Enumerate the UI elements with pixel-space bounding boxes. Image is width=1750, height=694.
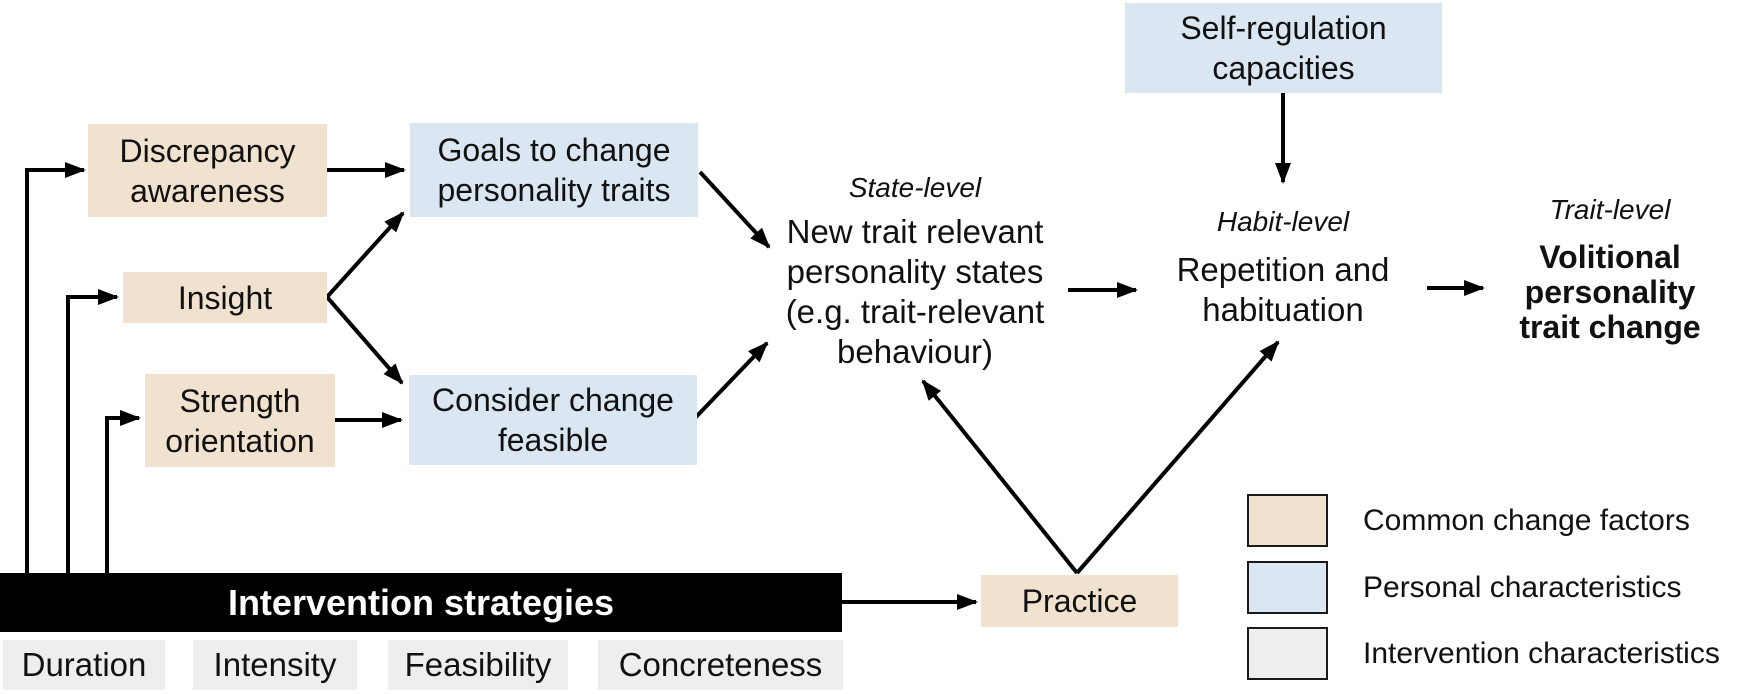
intensity-label: Intensity (213, 646, 337, 684)
arrow-goals-to-state (698, 170, 771, 249)
arrow-insight-to-goals (325, 211, 405, 299)
node-discrepancy-awareness: Discrepancy awareness (88, 124, 327, 217)
arrow-bar-to-discrepancy (25, 162, 86, 573)
node-goals-to-change-label: Goals to change personality traits (437, 132, 671, 208)
intervention-characteristic-feasibility: Feasibility (388, 640, 568, 690)
duration-label: Duration (21, 646, 147, 684)
intervention-characteristic-duration: Duration (3, 640, 165, 690)
intervention-characteristic-intensity: Intensity (193, 640, 357, 690)
node-consider-change-feasible: Consider change feasible (409, 375, 697, 465)
legend-label-common-change-factors: Common change factors (1363, 503, 1690, 537)
arrow-practice-to-habit (1075, 340, 1280, 575)
legend-swatch-intervention-characteristics (1247, 627, 1328, 680)
node-goals-to-change: Goals to change personality traits (410, 123, 698, 217)
arrow-insight-to-consider (325, 295, 404, 385)
node-practice-label: Practice (1021, 583, 1138, 619)
node-strength-orientation-label: Strength orientation (165, 382, 315, 459)
habit-level-label: Habit-level (1216, 206, 1350, 237)
state-level-text: New trait relevant personality states (e… (785, 213, 1045, 370)
node-insight: Insight (123, 272, 327, 323)
node-insight-label: Insight (177, 279, 273, 316)
trait-level-text: Volitional personality trait change (1519, 239, 1701, 345)
habit-level-text: Repetition and habituation (1176, 251, 1390, 328)
legend-label-intervention-characteristics: Intervention characteristics (1363, 636, 1720, 670)
node-self-regulation-capacities-label: Self-regulation capacities (1180, 10, 1387, 86)
arrow-bar-to-insight (66, 289, 119, 573)
arrow-bar-to-strength (105, 410, 141, 573)
intervention-strategies-bar: Intervention strategies (0, 573, 842, 632)
intervention-strategies-label: Intervention strategies (227, 581, 615, 623)
concreteness-label: Concreteness (618, 646, 823, 684)
arrow-practice-to-state (921, 379, 1079, 575)
intervention-characteristic-concreteness: Concreteness (598, 640, 843, 690)
legend-swatch-personal-characteristics (1247, 561, 1328, 614)
node-practice: Practice (981, 575, 1178, 627)
state-level-label: State-level (848, 172, 982, 203)
legend-swatch-common-change-factors (1247, 494, 1328, 547)
feasibility-label: Feasibility (404, 646, 552, 684)
node-consider-change-feasible-label: Consider change feasible (432, 382, 674, 458)
trait-level-label: Trait-level (1549, 194, 1671, 225)
node-self-regulation-capacities: Self-regulation capacities (1125, 3, 1442, 93)
node-discrepancy-awareness-label: Discrepancy awareness (119, 132, 296, 209)
arrow-consider-to-state (693, 341, 769, 420)
node-strength-orientation: Strength orientation (145, 374, 335, 467)
legend-label-personal-characteristics: Personal characteristics (1363, 570, 1682, 604)
